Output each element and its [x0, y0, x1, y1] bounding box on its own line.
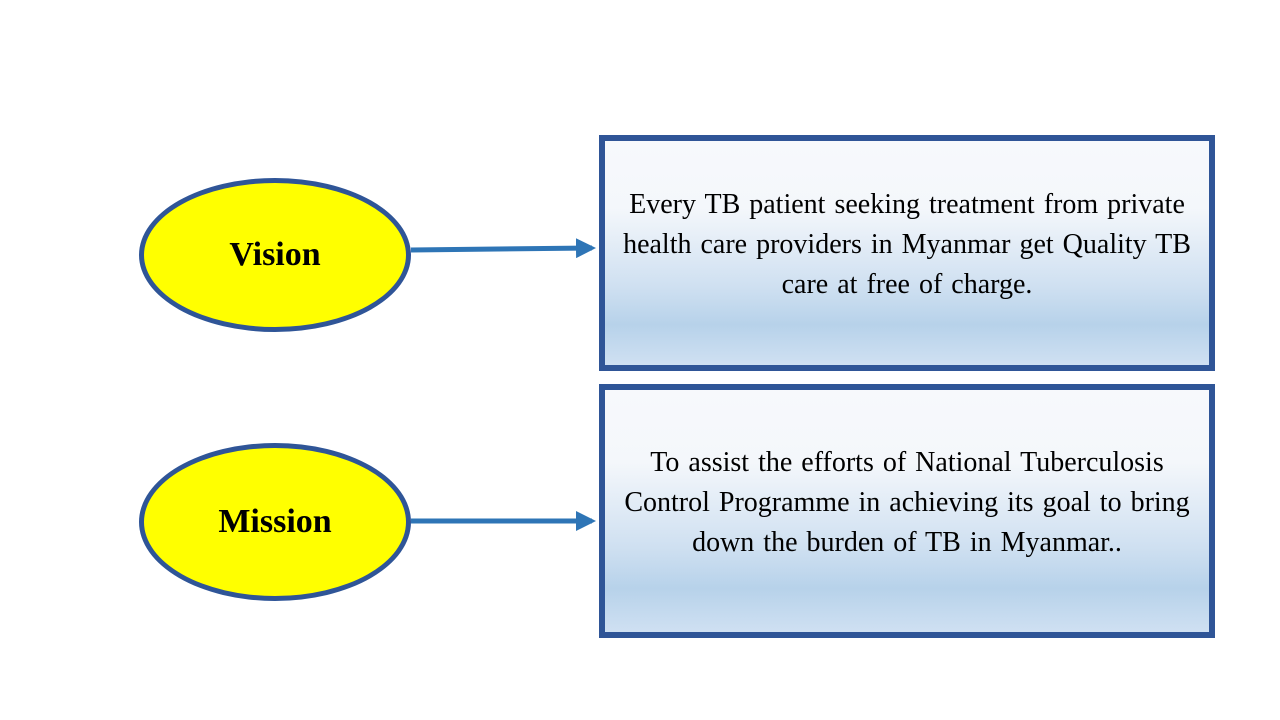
vision-arrow	[410, 238, 596, 259]
mission-label: Mission	[218, 503, 332, 540]
mission-ellipse: Mission	[139, 443, 411, 601]
mission-statement-box: To assist the efforts of National Tuberc…	[599, 384, 1215, 638]
vision-statement-text: Every TB patient seeking treatment from …	[623, 189, 1191, 300]
mission-statement-text: To assist the efforts of National Tuberc…	[624, 447, 1190, 558]
vision-ellipse: Vision	[139, 178, 411, 332]
vision-statement-box: Every TB patient seeking treatment from …	[599, 135, 1215, 371]
vision-label: Vision	[229, 236, 321, 273]
